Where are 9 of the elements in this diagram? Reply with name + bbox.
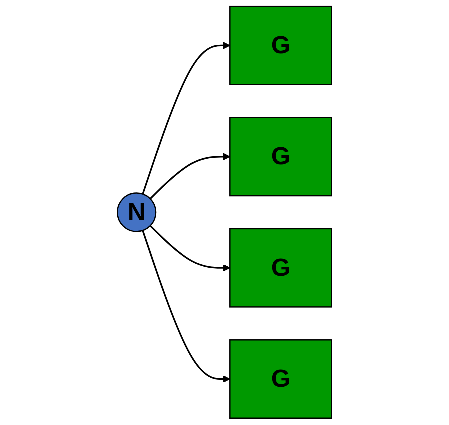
arrow — [150, 225, 230, 272]
node-box: G — [229, 6, 332, 86]
arrow — [150, 153, 230, 200]
arrow — [142, 230, 230, 383]
node-circle: N — [116, 192, 156, 232]
node-box: G — [229, 117, 332, 197]
node-box: G — [229, 340, 332, 420]
arrow — [142, 42, 230, 195]
node-box: G — [229, 228, 332, 308]
